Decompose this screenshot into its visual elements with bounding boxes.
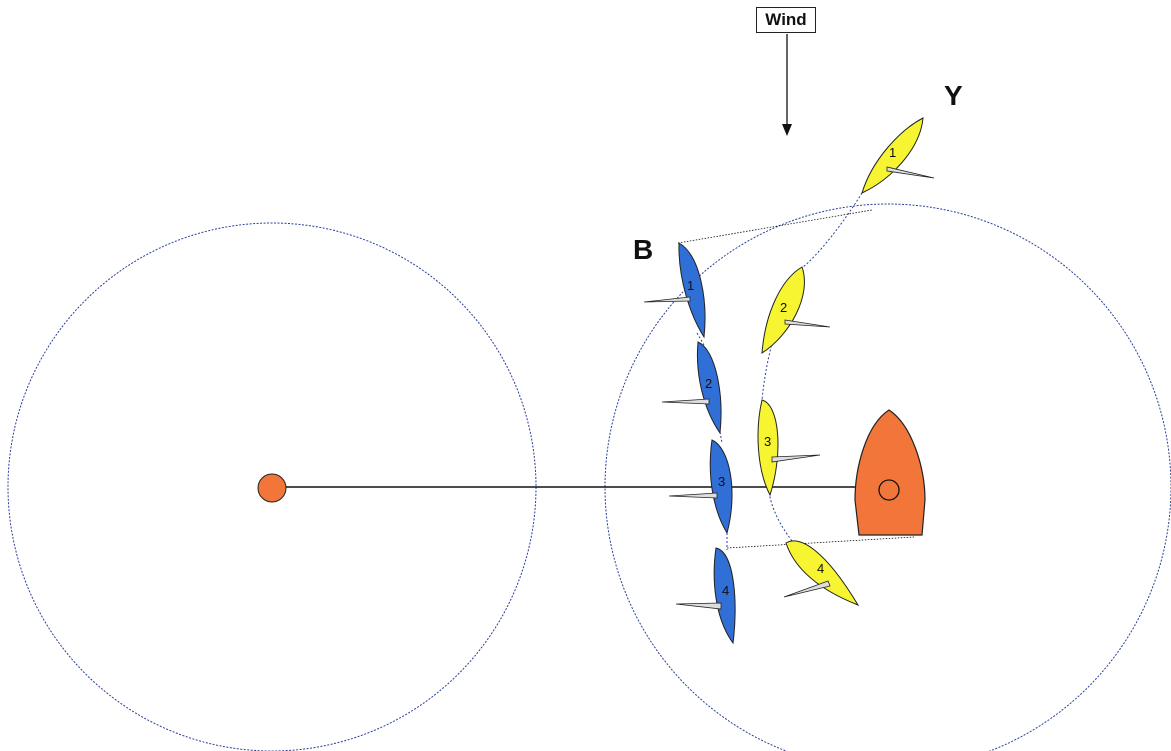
yellow-boat-3: 3 (757, 399, 821, 497)
blue-boat-4: 4 (675, 547, 736, 645)
overlap-line-position-4 (726, 536, 915, 549)
blue-boat-1: 1 (643, 242, 706, 339)
committee-boat (854, 409, 926, 536)
blue-boat-4-number: 4 (722, 583, 729, 598)
yellow-fleet-label: Y (944, 80, 963, 111)
wind-arrowhead (782, 124, 792, 136)
yellow-boat-4: 4 (783, 540, 860, 607)
overlap-line-position-1 (677, 209, 873, 244)
committee-boat-flag-marker (878, 479, 900, 501)
wind-label-box: Wind (756, 7, 816, 33)
blue-boat-2: 2 (661, 341, 722, 435)
blue-fleet-label: B (633, 234, 654, 265)
yellow-boat-2-number: 2 (780, 300, 787, 315)
yellow-boat-track (761, 192, 863, 546)
yellow-boat-1: 1 (861, 117, 935, 194)
pin-end-mark (257, 473, 287, 503)
blue-boat-1-number: 1 (687, 278, 694, 293)
blue-boat-3: 3 (668, 439, 733, 535)
yellow-boat-2: 2 (761, 266, 831, 354)
yellow-boat-4-number: 4 (817, 561, 824, 576)
yellow-boat-3-number: 3 (764, 434, 771, 449)
blue-boat-2-number: 2 (705, 376, 712, 391)
yellow-boat-1-number: 1 (889, 145, 896, 160)
blue-boat-3-number: 3 (718, 474, 725, 489)
